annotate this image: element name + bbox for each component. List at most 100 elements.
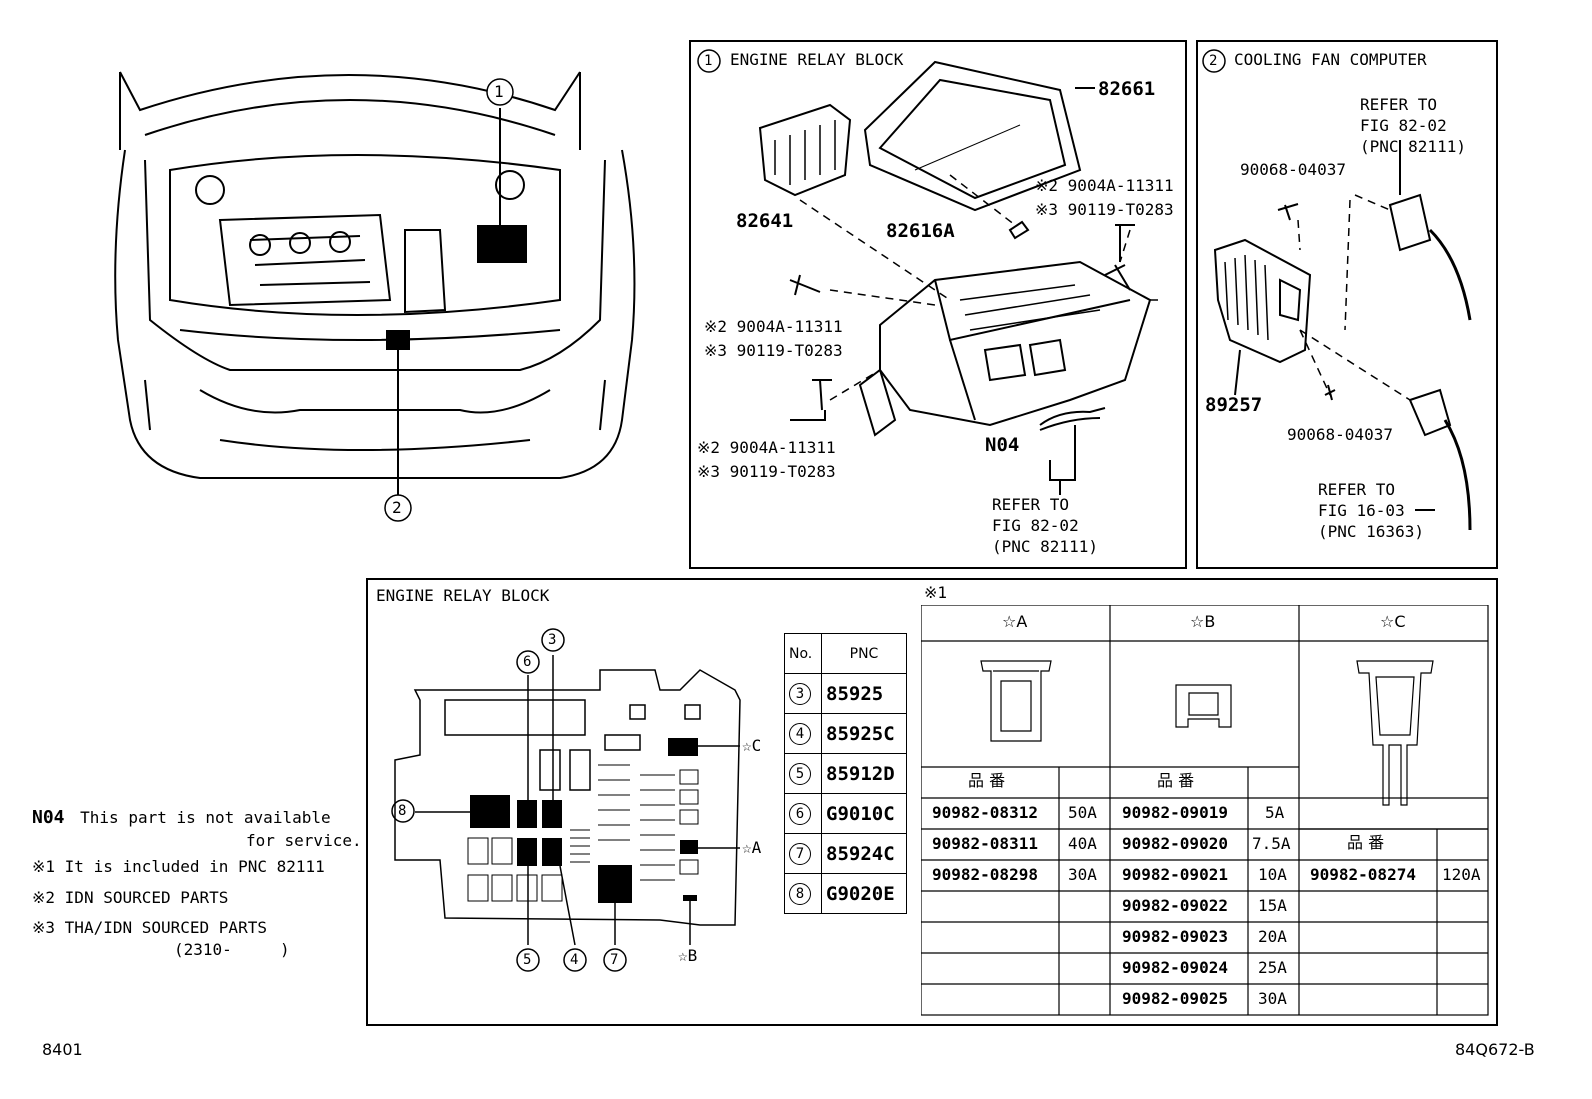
pnc-row-no: 4: [784, 713, 822, 754]
pnc-row-value: 85925: [821, 673, 907, 714]
bolt-label-mid-2: ※3 90119-T0283: [704, 341, 843, 360]
fuse-col-b-header: ☆B: [1190, 612, 1216, 631]
fuse-b-rating: 20A: [1258, 927, 1287, 946]
part-82616a-label: 82616A: [886, 220, 955, 242]
screw-label-top: 90068-04037: [1240, 160, 1346, 179]
pnc-row-no: 8: [784, 873, 822, 914]
panel2-refer-bottom-line1: REFER TO: [1318, 480, 1396, 499]
panel1-refer-line2: FIG 82-02: [992, 516, 1079, 535]
legend-n04: N04 This part is not available: [32, 807, 331, 829]
fuse-a-rating: 40A: [1068, 834, 1097, 853]
fuse-b-rating: 10A: [1258, 865, 1287, 884]
relay-callout-4: 4: [570, 952, 579, 968]
pnc-row-value: 85924C: [821, 833, 907, 874]
fuse-b-part: 90982-09021: [1122, 865, 1228, 884]
bolt-label-mid-1: ※2 9004A-11311: [704, 317, 843, 336]
legend-note-3-range: (2310- ): [174, 940, 290, 959]
panel2-refer-bottom-line2: FIG 16-03: [1318, 501, 1405, 520]
bolt-label-low-2: ※3 90119-T0283: [697, 462, 836, 481]
pnc-row-number: 8: [789, 882, 811, 905]
screw-label-bottom: 90068-04037: [1287, 425, 1393, 444]
legend-n04-text-2: for service.: [246, 831, 362, 850]
pnc-row-no: 7: [784, 833, 822, 874]
pnc-row-no: 6: [784, 793, 822, 834]
pnc-row-no: 3: [784, 673, 822, 714]
fuse-b-part: 90982-09020: [1122, 834, 1228, 853]
pnc-row-number: 5: [789, 762, 811, 785]
fuse-col-c-header: ☆C: [1380, 612, 1406, 631]
fuse-a-rating: 50A: [1068, 803, 1097, 822]
fuse-b-part: 90982-09023: [1122, 927, 1228, 946]
legend-note-2: ※2 IDN SOURCED PARTS: [32, 888, 229, 907]
relay-callout-8: 8: [398, 803, 407, 819]
fuse-b-rating: 15A: [1258, 896, 1287, 915]
relay-callout-6: 6: [523, 654, 532, 670]
legend-note-3: ※3 THA/IDN SOURCED PARTS: [32, 918, 267, 937]
pnc-row-value: G9010C: [821, 793, 907, 834]
bolt-label-top-1: ※2 9004A-11311: [1035, 176, 1174, 195]
pnc-row-no: 5: [784, 753, 822, 794]
relay-callout-7: 7: [610, 952, 619, 968]
fuse-a-partno-label: 品 番: [968, 771, 1006, 790]
fuse-b-rating: 5A: [1265, 803, 1285, 822]
pnc-row-number: 7: [789, 842, 811, 865]
legend-n04-text-1: This part is not available: [80, 808, 331, 827]
vehicle-callout-1: 1: [494, 82, 504, 101]
fuse-b-partno-label: 品 番: [1157, 771, 1195, 790]
pnc-table-header-no: No.: [784, 633, 822, 674]
part-89257-label: 89257: [1205, 394, 1263, 416]
panel2-refer-top-line1: REFER TO: [1360, 95, 1438, 114]
relay-callout-3: 3: [548, 632, 557, 648]
pnc-row-value: G9020E: [821, 873, 907, 914]
panel2-refer-top-line2: FIG 82-02: [1360, 116, 1447, 135]
fuse-c-partno-label: 品 番: [1347, 833, 1385, 852]
part-82641-label: 82641: [736, 210, 794, 232]
fuse-b-part: 90982-09022: [1122, 896, 1228, 915]
panel1-number: 1: [704, 53, 713, 69]
pnc-row-number: 4: [789, 722, 811, 745]
fuse-b-part: 90982-09019: [1122, 803, 1228, 822]
fuse-table-note: ※1: [924, 583, 948, 602]
panel1-refer-line1: REFER TO: [992, 495, 1070, 514]
fuse-c-part: 90982-08274: [1310, 865, 1416, 884]
pnc-row-number: 6: [789, 802, 811, 825]
panel1-refer-line3: (PNC 82111): [992, 537, 1098, 556]
vehicle-callout-2: 2: [392, 498, 402, 517]
legend-n04-code: N04: [32, 807, 65, 828]
fuse-b-rating: 7.5A: [1252, 834, 1291, 853]
panel2-title: COOLING FAN COMPUTER: [1234, 50, 1427, 69]
star-b-label: ☆B: [678, 946, 698, 965]
fuse-a-part: 90982-08312: [932, 803, 1038, 822]
fuse-table-grid: [921, 605, 1489, 1016]
fuse-col-a-header: ☆A: [1002, 612, 1028, 631]
panel2-number: 2: [1209, 53, 1218, 69]
n04-connector-label: N04: [985, 434, 1020, 456]
panel1-title: ENGINE RELAY BLOCK: [730, 50, 904, 69]
relay-callout-5: 5: [523, 952, 532, 968]
bolt-label-low-1: ※2 9004A-11311: [697, 438, 836, 457]
fuse-c-rating: 120A: [1442, 865, 1481, 884]
star-a-label: ☆A: [742, 838, 762, 857]
pnc-row-value: 85912D: [821, 753, 907, 794]
fuse-b-rating: 25A: [1258, 958, 1287, 977]
pnc-table-header-pnc: PNC: [821, 633, 907, 674]
panel2-refer-top-line3: (PNC 82111): [1360, 137, 1466, 156]
engine-relay-block-panel: [689, 40, 1187, 569]
part-82661-label: 82661: [1098, 78, 1156, 100]
pnc-row-number: 3: [789, 682, 811, 705]
fuse-a-rating: 30A: [1068, 865, 1097, 884]
relay-layout-panel: [366, 578, 1498, 1026]
star-c-label: ☆C: [742, 736, 762, 755]
relay-panel-title: ENGINE RELAY BLOCK: [376, 586, 550, 605]
fuse-b-part: 90982-09024: [1122, 958, 1228, 977]
fuse-a-part: 90982-08298: [932, 865, 1038, 884]
panel2-refer-bottom-line3: (PNC 16363): [1318, 522, 1424, 541]
cooling-fan-computer-panel: [1196, 40, 1498, 569]
fuse-b-rating: 30A: [1258, 989, 1287, 1008]
fuse-b-part: 90982-09025: [1122, 989, 1228, 1008]
legend-note-1: ※1 It is included in PNC 82111: [32, 857, 325, 876]
